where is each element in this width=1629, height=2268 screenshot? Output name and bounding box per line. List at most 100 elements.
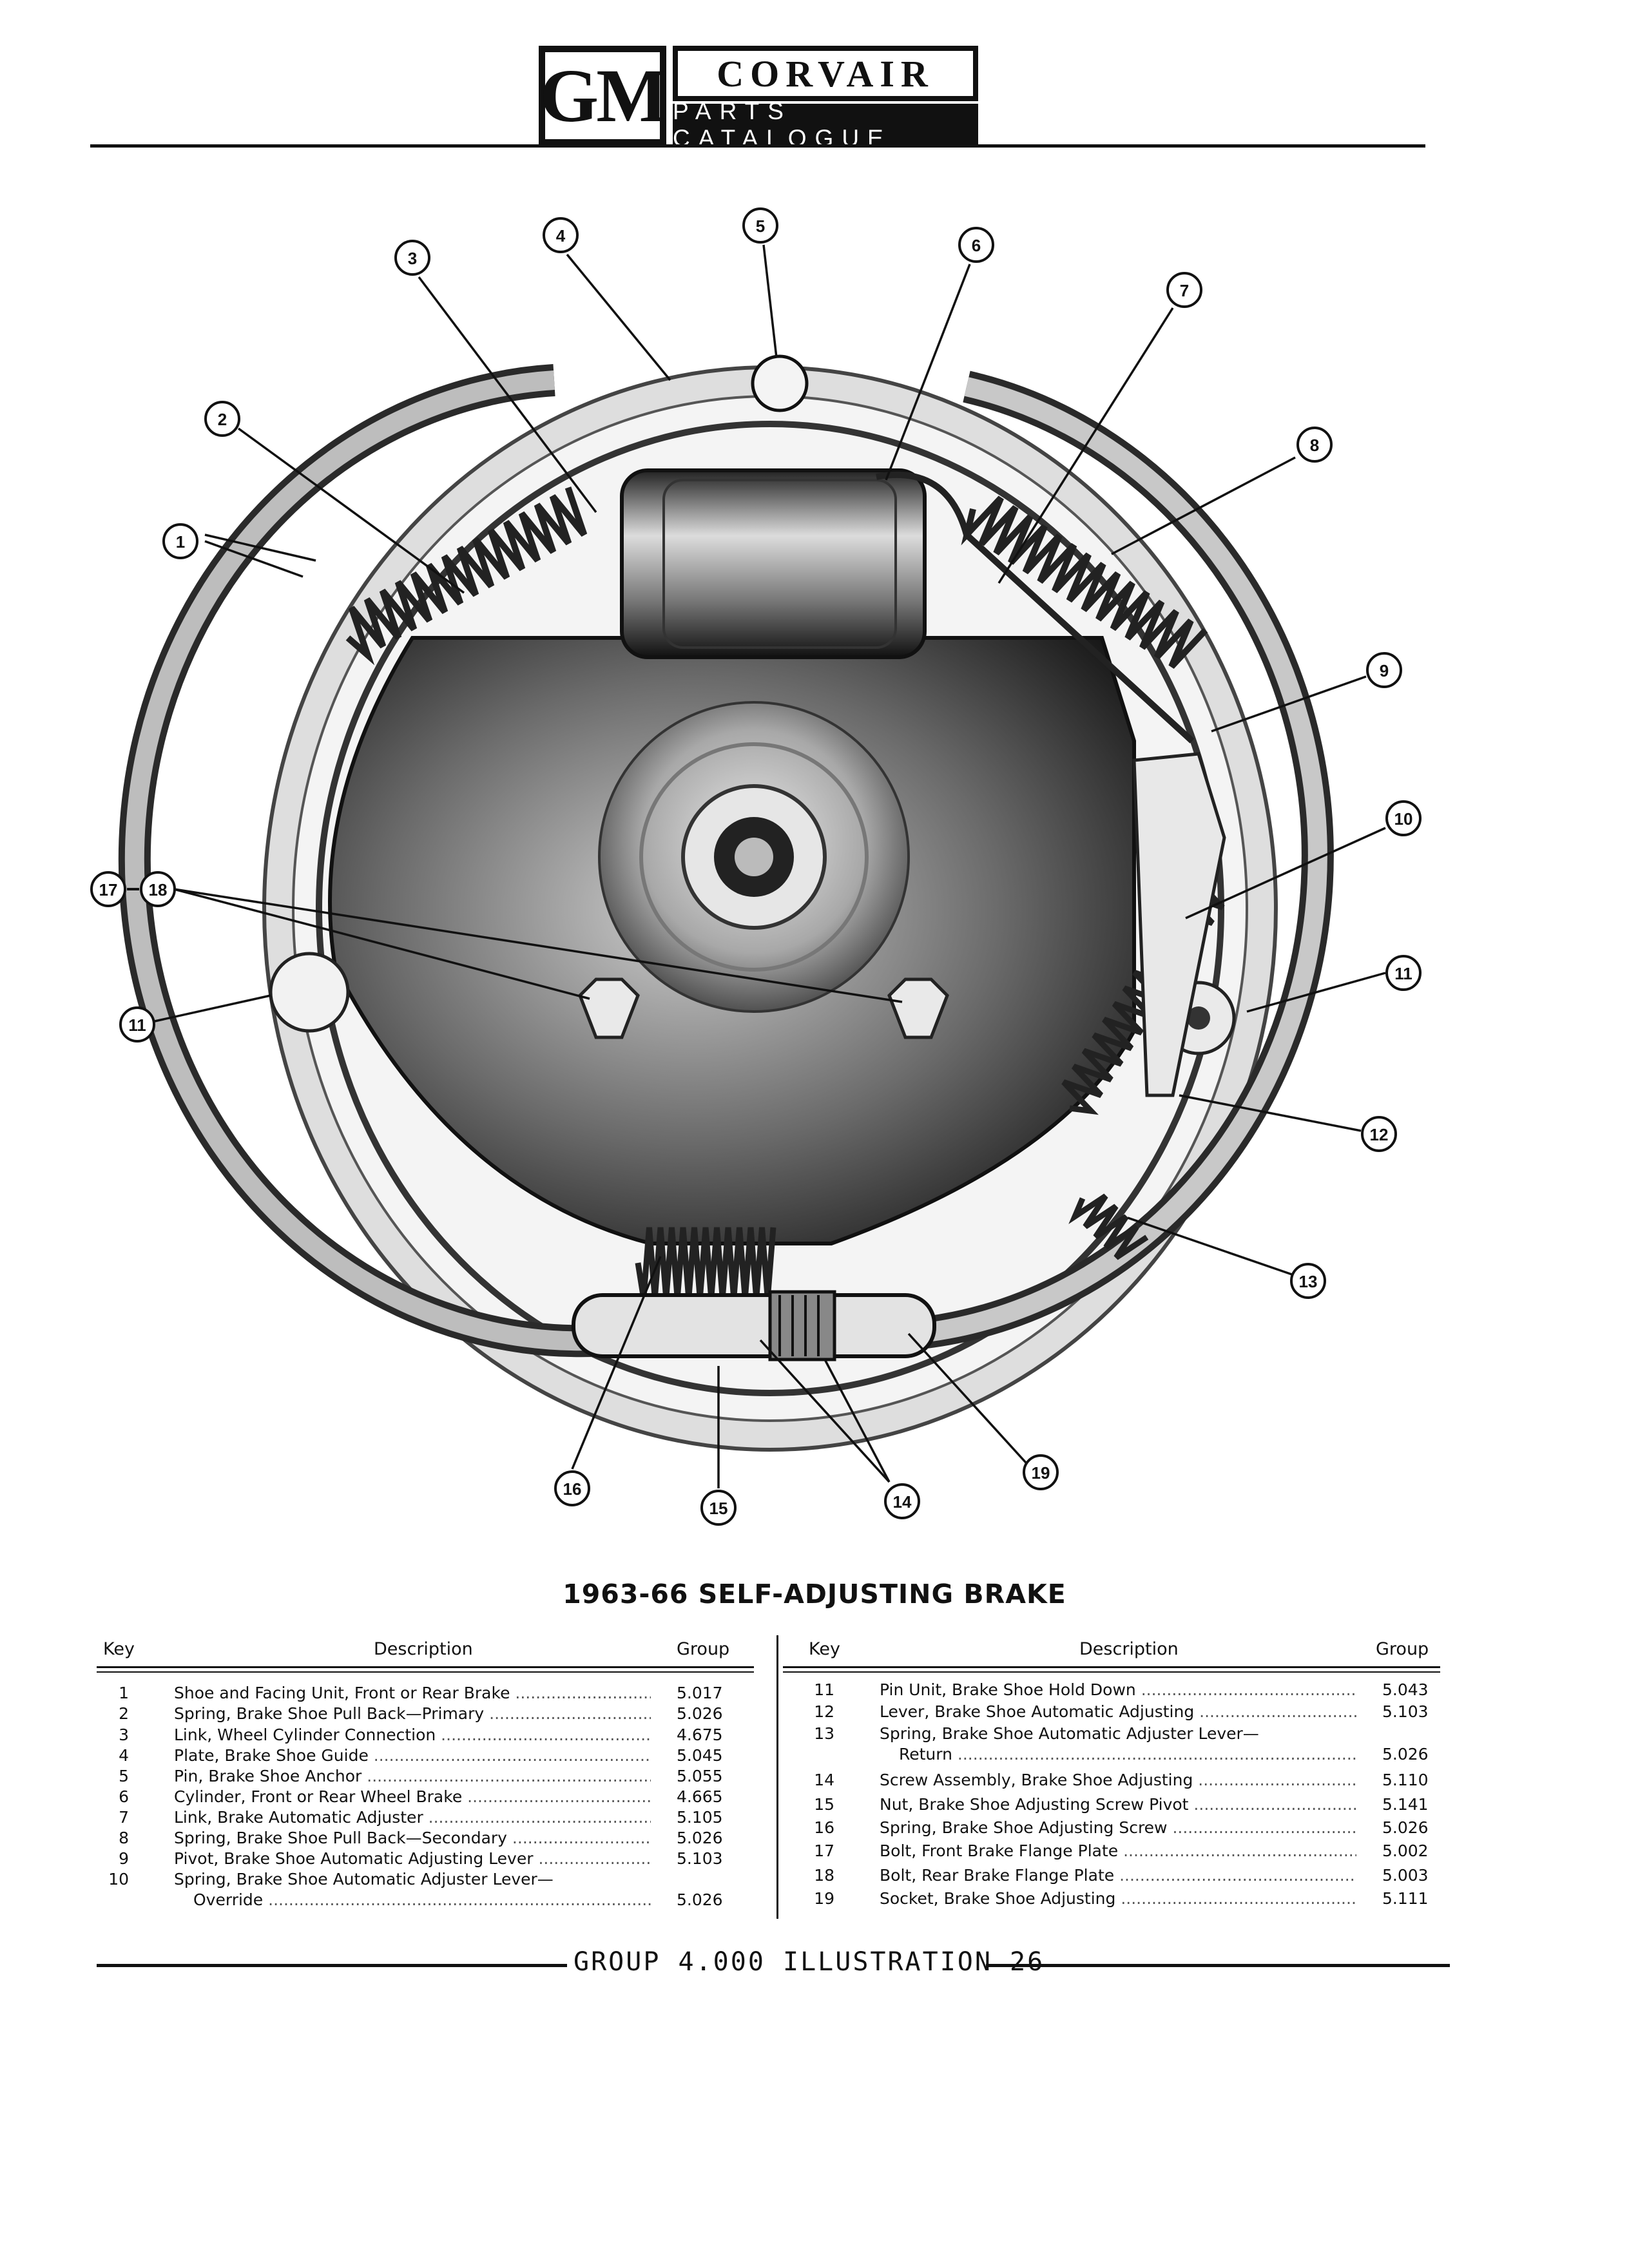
- adjusting-screw: [572, 1290, 936, 1361]
- part-key: 17: [814, 1841, 834, 1860]
- part-description: Pin Unit, Brake Shoe Hold Down: [880, 1680, 1356, 1699]
- part-description: Spring, Brake Shoe Adjusting Screw: [880, 1818, 1356, 1837]
- gm-logo: GM: [539, 46, 668, 146]
- leader-line: [566, 253, 671, 381]
- page-footer: GROUP 4.000 ILLUSTRATION 26: [97, 1945, 1450, 1983]
- leader-line: [154, 994, 271, 1023]
- leader-line: [204, 540, 304, 578]
- svg-text:12: 12: [1370, 1125, 1389, 1144]
- leader-line: [762, 244, 778, 358]
- callout-14: 14: [884, 1483, 920, 1519]
- part-description: Cylinder, Front or Rear Wheel Brake: [174, 1787, 651, 1806]
- leader-line: [907, 1332, 1027, 1464]
- table-divider: [776, 1635, 778, 1919]
- callout-16: 16: [554, 1470, 590, 1506]
- col-description: Description: [374, 1639, 473, 1659]
- part-group: 5.103: [677, 1849, 723, 1868]
- svg-text:11: 11: [128, 1015, 146, 1035]
- part-description: Override: [193, 1890, 651, 1909]
- callout-18: 18: [140, 871, 176, 907]
- callout-9: 9: [1366, 652, 1402, 688]
- leader-line: [173, 888, 903, 1003]
- header-rule: [783, 1671, 1440, 1673]
- part-group: 5.045: [677, 1746, 723, 1765]
- callout-1: 1: [162, 523, 198, 559]
- svg-text:4: 4: [556, 226, 566, 245]
- part-key: 5: [119, 1767, 129, 1785]
- part-description: Link, Brake Automatic Adjuster: [174, 1808, 651, 1827]
- col-group: Group: [1376, 1639, 1429, 1659]
- flange-bolts: [578, 977, 949, 1039]
- part-group: 5.003: [1382, 1866, 1429, 1885]
- part-group: 5.026: [677, 1890, 723, 1909]
- wheel-cylinder: [620, 468, 927, 659]
- adjuster-screw-spring: [635, 1227, 776, 1299]
- part-key: 6: [119, 1787, 129, 1806]
- leader-line: [571, 1256, 662, 1470]
- part-description: Shoe and Facing Unit, Front or Rear Brak…: [174, 1684, 651, 1702]
- adjuster-link: [876, 471, 1195, 744]
- part-group: 4.665: [677, 1787, 723, 1806]
- leader-line: [759, 1339, 891, 1483]
- part-key: 1: [119, 1684, 129, 1702]
- leader-line: [1246, 972, 1386, 1013]
- col-description: Description: [1079, 1639, 1179, 1659]
- callout-10: 10: [1385, 800, 1422, 836]
- part-description: Lever, Brake Shoe Automatic Adjusting: [880, 1702, 1356, 1721]
- catalog-header: GM CORVAIR PARTS CATALOGUE: [539, 46, 978, 151]
- svg-text:5: 5: [756, 216, 765, 236]
- callout-8: 8: [1296, 427, 1333, 463]
- part-description: Link, Wheel Cylinder Connection: [174, 1725, 651, 1744]
- leader-line: [204, 533, 316, 562]
- parts-table-left: Key Description Group 1 Shoe and Facing U…: [97, 1635, 754, 1932]
- callout-12: 12: [1361, 1116, 1397, 1152]
- part-key: 9: [119, 1849, 129, 1868]
- callout-15: 15: [700, 1490, 737, 1526]
- col-key: Key: [103, 1639, 135, 1659]
- callout-11: 11: [1385, 955, 1422, 991]
- part-key: 18: [814, 1866, 834, 1885]
- table-header: Key Description Group: [97, 1635, 754, 1664]
- part-description: Screw Assembly, Brake Shoe Adjusting: [880, 1771, 1356, 1789]
- svg-text:16: 16: [563, 1479, 582, 1499]
- callout-19: 19: [1023, 1454, 1059, 1490]
- callout-13: 13: [1290, 1263, 1326, 1299]
- leader-line: [824, 1359, 891, 1483]
- part-group: 5.110: [1382, 1771, 1429, 1789]
- part-description: Socket, Brake Shoe Adjusting: [880, 1889, 1356, 1908]
- part-key: 3: [119, 1725, 129, 1744]
- part-key: 12: [814, 1702, 834, 1721]
- leader-line: [1179, 1094, 1362, 1132]
- leader-line: [1127, 1216, 1293, 1276]
- leader-lines: [154, 244, 1386, 1488]
- svg-text:6: 6: [972, 236, 981, 255]
- footer-rule-right: [986, 1964, 1450, 1967]
- footer-text: GROUP 4.000 ILLUSTRATION 26: [574, 1947, 1045, 1977]
- part-group: 5.017: [677, 1684, 723, 1702]
- callout-2: 2: [204, 401, 240, 437]
- svg-text:11: 11: [1394, 964, 1412, 983]
- part-group: 5.026: [677, 1829, 723, 1847]
- part-group: 5.111: [1382, 1889, 1429, 1908]
- adjusting-lever: [1132, 752, 1226, 1097]
- part-group: 5.026: [1382, 1818, 1429, 1837]
- part-key: 11: [814, 1680, 834, 1699]
- part-description: Plate, Brake Shoe Guide: [174, 1746, 651, 1765]
- svg-text:17: 17: [99, 880, 118, 899]
- svg-text:15: 15: [709, 1499, 728, 1518]
- header-rule: [783, 1666, 1440, 1668]
- part-description: Pin, Brake Shoe Anchor: [174, 1767, 651, 1785]
- footer-rule-left: [97, 1964, 567, 1967]
